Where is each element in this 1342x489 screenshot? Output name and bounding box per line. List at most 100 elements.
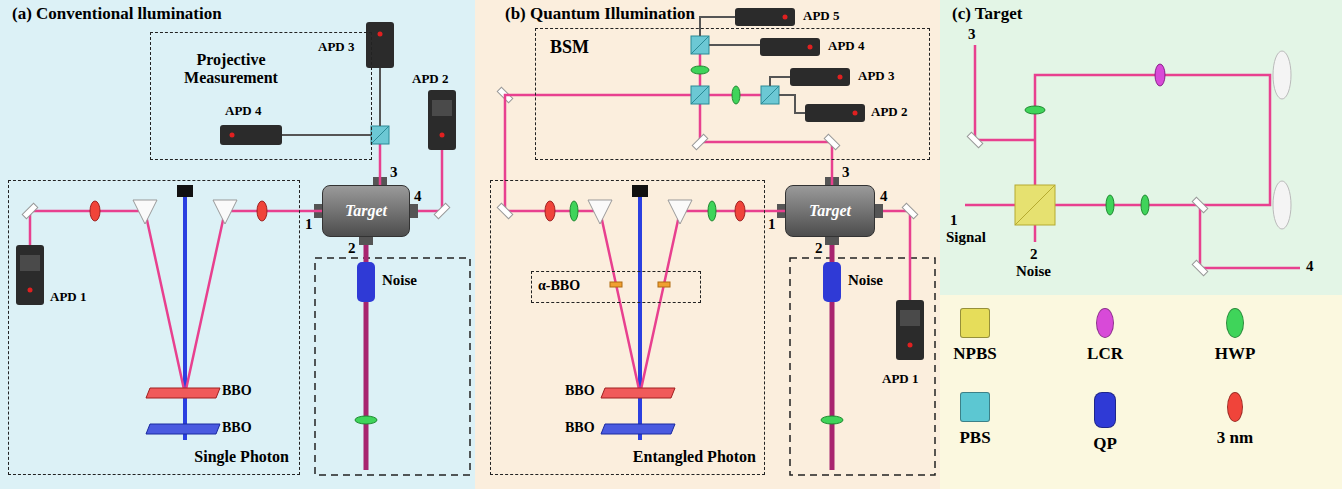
apd-led	[783, 15, 788, 20]
panel-background	[0, 0, 475, 489]
port-number: 4	[1306, 258, 1314, 275]
panel-heading: (a) Conventional llumination	[12, 4, 222, 24]
part-label: APD 3	[858, 69, 894, 84]
legend-label: QP	[1050, 434, 1160, 454]
legend-label: HWP	[1180, 344, 1290, 364]
panel: Projective MeasurementTargetSingle Photo…	[0, 0, 475, 489]
bbo-crystal	[146, 424, 220, 434]
port-number: 3	[968, 26, 976, 43]
bbo-crystal	[601, 424, 675, 434]
legend-background	[940, 295, 1342, 489]
port-number: 1	[950, 212, 958, 229]
port-number: 2	[1030, 246, 1038, 263]
half-wave-plate	[1141, 195, 1149, 215]
cube-diagonal	[691, 86, 709, 104]
beam-connector	[765, 210, 785, 213]
mirror	[902, 203, 918, 219]
mirror	[22, 203, 38, 219]
beam-connector	[505, 95, 535, 180]
port-number: 2	[815, 240, 823, 257]
legend-entry: LCR	[1050, 308, 1160, 364]
half-wave-plate	[570, 201, 578, 221]
filter-swatch	[1227, 392, 1243, 422]
apd-detector	[760, 38, 820, 56]
legend-entry: QP	[1050, 392, 1160, 454]
pbs-diagonal	[691, 36, 709, 54]
legend-entry: NPBS	[920, 308, 1030, 364]
fiber	[700, 17, 735, 36]
photon-beam	[883, 211, 910, 300]
panel-background	[475, 0, 940, 489]
liquid-crystal-retarder	[1155, 64, 1165, 86]
filter	[90, 201, 100, 221]
port-number: 4	[414, 188, 422, 205]
mirror	[434, 203, 450, 219]
filter	[735, 201, 745, 221]
part-label: APD 4	[225, 104, 261, 119]
apd-detector	[735, 8, 795, 26]
fiber	[282, 134, 371, 136]
apd-detector	[896, 300, 924, 360]
port-number: Signal	[946, 229, 986, 246]
legend-entry: HWP	[1180, 308, 1290, 364]
legend-label: PBS	[920, 428, 1030, 448]
part-label: BBO	[222, 383, 252, 399]
apd-detector	[805, 104, 865, 122]
fiber	[779, 95, 805, 113]
npbs-swatch	[960, 308, 990, 338]
apd-led	[230, 133, 235, 138]
prism	[668, 200, 692, 224]
part-label: APD 2	[412, 72, 448, 87]
beam-connector	[831, 160, 834, 185]
fiber	[709, 44, 760, 46]
apd-led	[838, 75, 843, 80]
port-number: 3	[842, 164, 850, 181]
prism	[133, 200, 157, 224]
filter	[545, 201, 555, 221]
mirror	[824, 134, 840, 150]
port-number: 1	[768, 216, 776, 233]
pbs-swatch	[960, 392, 990, 422]
half-wave-plate	[691, 66, 709, 74]
beam-connector	[379, 160, 382, 185]
photon-beam	[505, 180, 640, 394]
mirror	[1273, 51, 1291, 99]
port-number: Noise	[382, 272, 417, 289]
part-label: APD 4	[828, 39, 864, 54]
apd-led	[440, 133, 445, 138]
apd-detector	[428, 90, 456, 150]
part-label: APD 1	[50, 290, 86, 305]
part-label: APD 2	[871, 105, 907, 120]
apd-detector	[366, 22, 394, 68]
photon-beam	[379, 144, 382, 160]
bsm-group: BSM	[535, 28, 930, 160]
beam-splitter-cube	[691, 86, 709, 104]
pbs-cube	[761, 86, 779, 104]
half-wave-plate	[732, 86, 740, 104]
photon-beam	[975, 45, 1035, 140]
fiber	[770, 77, 790, 86]
mirror	[967, 132, 983, 148]
half-wave-plate	[355, 416, 377, 424]
qp-swatch	[1094, 392, 1116, 428]
beam-dump	[632, 185, 648, 197]
mirror	[1192, 260, 1208, 276]
legend-entry: PBS	[920, 392, 1030, 448]
alpha-bbo-plate	[610, 282, 622, 287]
bbo-crystal	[601, 388, 675, 398]
half-wave-plate	[1025, 106, 1045, 114]
npbs-diagonal	[1015, 185, 1055, 225]
beam-connector	[300, 210, 322, 213]
mirror	[1192, 197, 1208, 213]
mirror	[692, 134, 708, 150]
apd-detector	[220, 125, 282, 145]
pbs-cube	[371, 126, 389, 144]
dashed-region	[315, 258, 470, 475]
mirror	[1273, 181, 1291, 229]
hwp-swatch	[1226, 308, 1244, 338]
photon-beam	[1034, 225, 1037, 242]
dashed-region	[790, 258, 935, 475]
half-wave-plate	[708, 201, 716, 221]
source-group: α-BBOEntangled Photon	[490, 180, 765, 475]
bbo-crystal	[146, 388, 220, 398]
